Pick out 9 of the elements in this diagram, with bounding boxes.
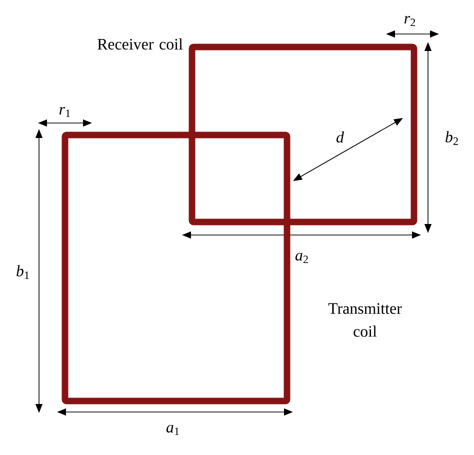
dimension-label: a$_{1}$ xyxy=(166,424,179,436)
dimension-label: r$_{2}$ xyxy=(404,16,416,26)
dimension-label: d xyxy=(336,131,344,143)
dimension-label: r$_{1}$ xyxy=(59,106,70,118)
dimension-label: b$_{1}$ xyxy=(16,265,29,279)
node-label: Receiver coil xyxy=(98,38,183,50)
dimension-label: a$_{2}$ xyxy=(295,252,308,264)
node-label: Transmitter coil xyxy=(328,303,402,337)
dimension-label: b$_{2}$ xyxy=(446,131,458,145)
